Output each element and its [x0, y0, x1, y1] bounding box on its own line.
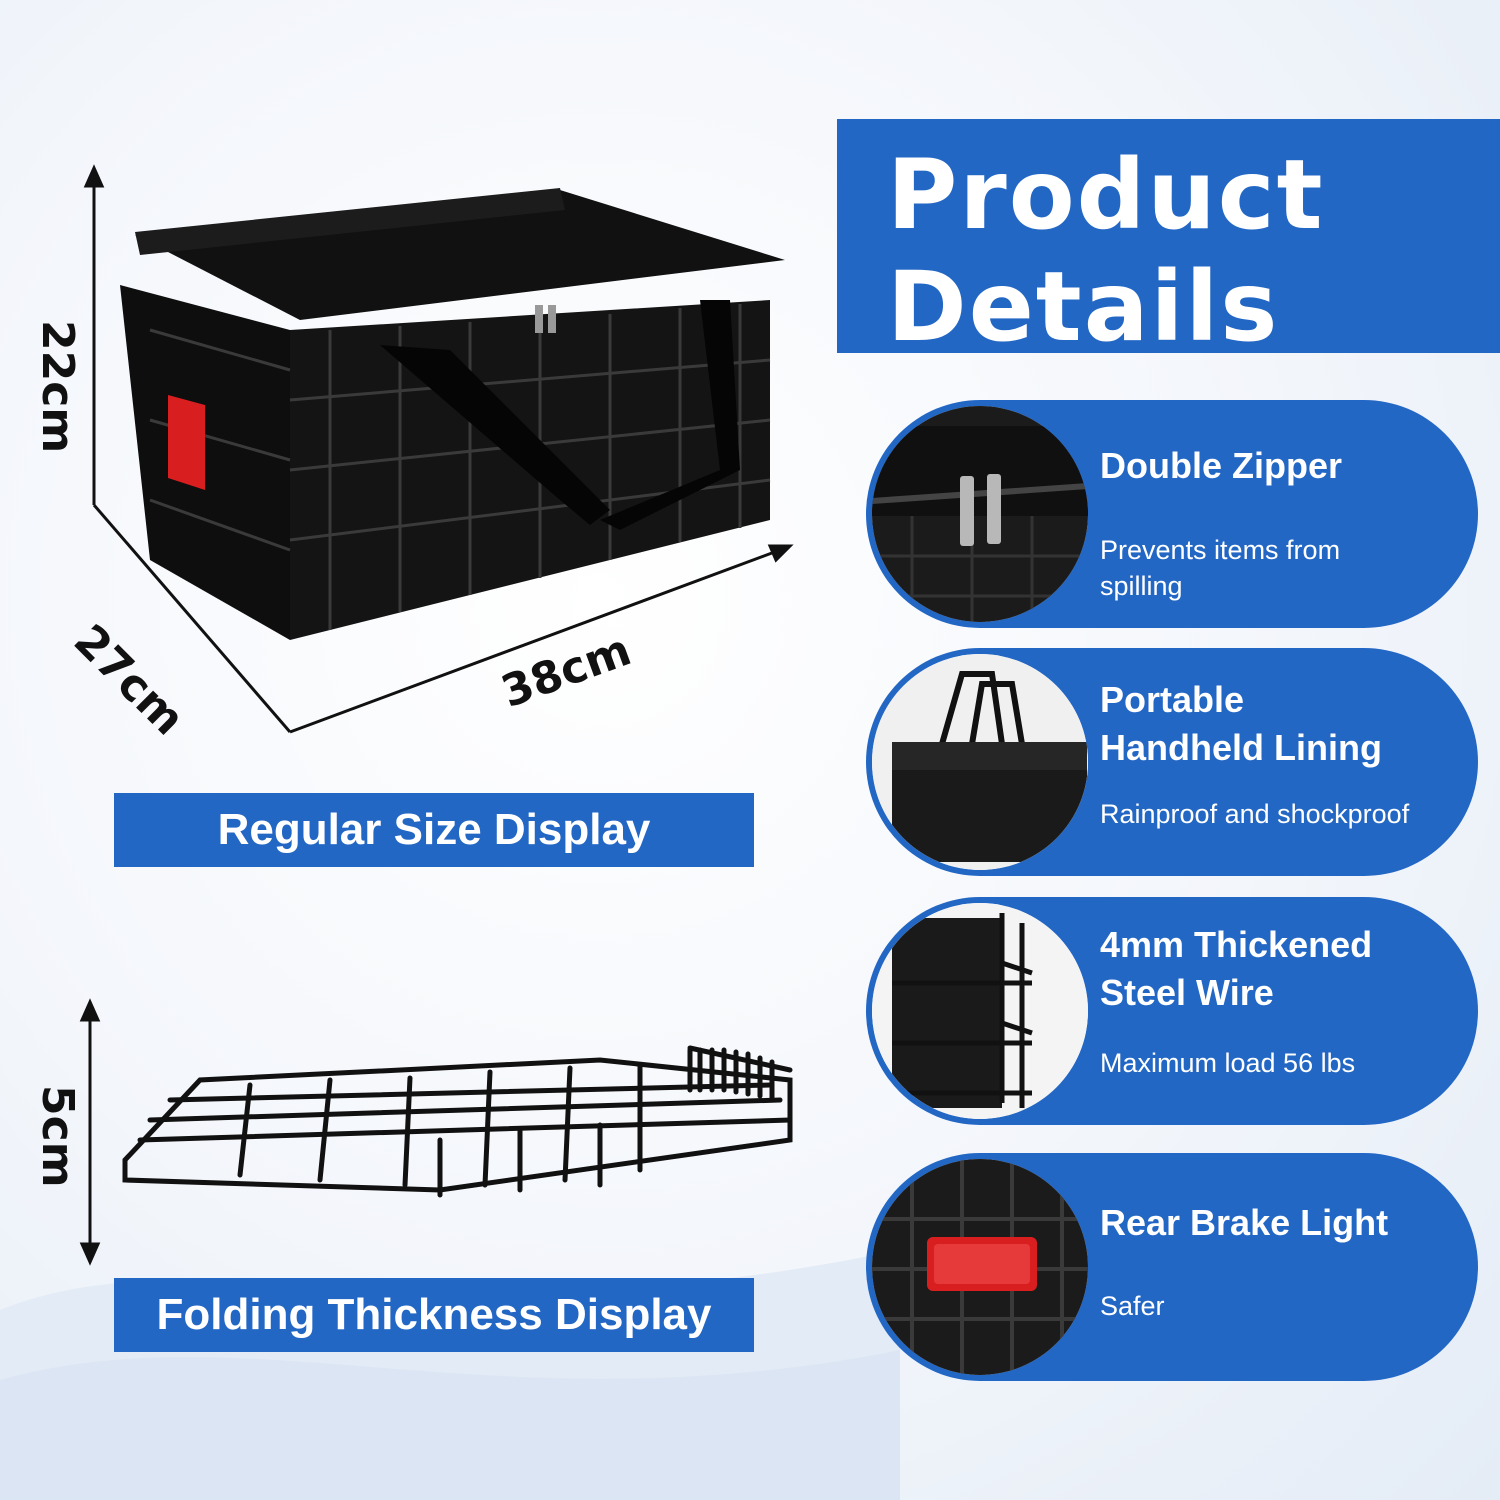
feature-title: Portable	[1100, 679, 1245, 720]
feature-desc: spilling	[1100, 571, 1183, 601]
feature-card-brake-light: Rear Brake Light Safer	[866, 1153, 1478, 1381]
feature-desc: Rainproof and shockproof	[1100, 799, 1410, 829]
feature-desc: Prevents items from	[1100, 535, 1341, 565]
dimension-folded-label: 5cm	[32, 1085, 83, 1188]
feature-card-portable-lining: Portable Handheld Lining Rainproof and s…	[866, 648, 1478, 876]
header-title-line2: Details	[887, 251, 1280, 363]
zipper-photo-icon	[872, 406, 1088, 622]
feature-title: Steel Wire	[1100, 972, 1274, 1013]
feature-title: Double Zipper	[1100, 445, 1342, 486]
feature-card-steel-wire: 4mm Thickened Steel Wire Maximum load 56…	[866, 897, 1478, 1125]
wire-photo-icon	[872, 903, 1088, 1119]
feature-title: Handheld Lining	[1100, 727, 1382, 768]
folding-thickness-label: Folding Thickness Display	[114, 1278, 754, 1352]
feature-card-double-zipper: Double Zipper Prevents items from spilli…	[866, 400, 1478, 628]
product-details-header: Product Details	[837, 119, 1500, 363]
feature-desc: Safer	[1100, 1291, 1165, 1321]
basket-regular-image	[83, 164, 794, 734]
dimension-height-label: 22cm	[32, 320, 83, 454]
basket-folded-image	[79, 998, 793, 1266]
feature-desc: Maximum load 56 lbs	[1100, 1048, 1356, 1078]
feature-title: 4mm Thickened	[1100, 924, 1373, 965]
header-title-line1: Product	[887, 139, 1325, 251]
reflector-photo-icon	[872, 1159, 1088, 1375]
regular-size-label: Regular Size Display	[114, 793, 754, 867]
bag-photo-icon	[872, 654, 1088, 870]
feature-title: Rear Brake Light	[1100, 1202, 1389, 1243]
